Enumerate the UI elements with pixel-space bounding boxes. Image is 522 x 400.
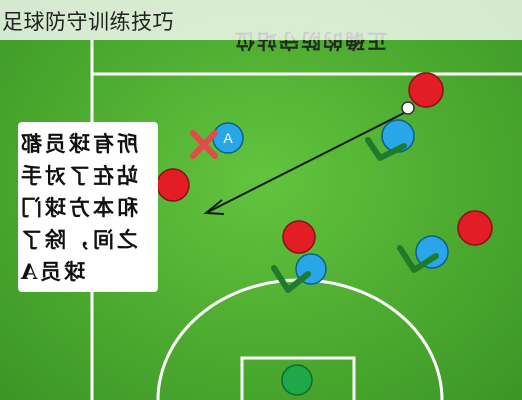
- attacker-center: [282, 220, 316, 254]
- note-line: 之间，除了: [18, 227, 138, 252]
- check-icon: [397, 245, 439, 273]
- defender-right: [415, 235, 449, 269]
- title-bar: 足球防守训练技巧: [0, 0, 522, 40]
- pass-arrow: [203, 112, 405, 215]
- explanation-note: 所有球员都 站在了对手 和本方球门 之间，除了 球员A: [18, 122, 158, 292]
- note-line: 球员A: [18, 259, 86, 284]
- ball: [401, 101, 415, 115]
- note-line: 站在了对手: [18, 163, 138, 188]
- check-icon: [365, 137, 407, 161]
- note-line: 所有球员都: [18, 131, 138, 156]
- attacker-left: [156, 168, 190, 202]
- page-title: 足球防守训练技巧: [2, 10, 174, 34]
- player-a-label: A: [223, 130, 233, 146]
- goal-area: [240, 356, 356, 400]
- attacker-top-right: [408, 72, 444, 108]
- cross-icon: [190, 130, 218, 159]
- check-icon: [271, 265, 311, 293]
- check-icons: [271, 137, 439, 293]
- note-line: 和本方球门: [18, 195, 138, 220]
- goalkeeper: [281, 364, 313, 396]
- attacker-right: [457, 210, 493, 246]
